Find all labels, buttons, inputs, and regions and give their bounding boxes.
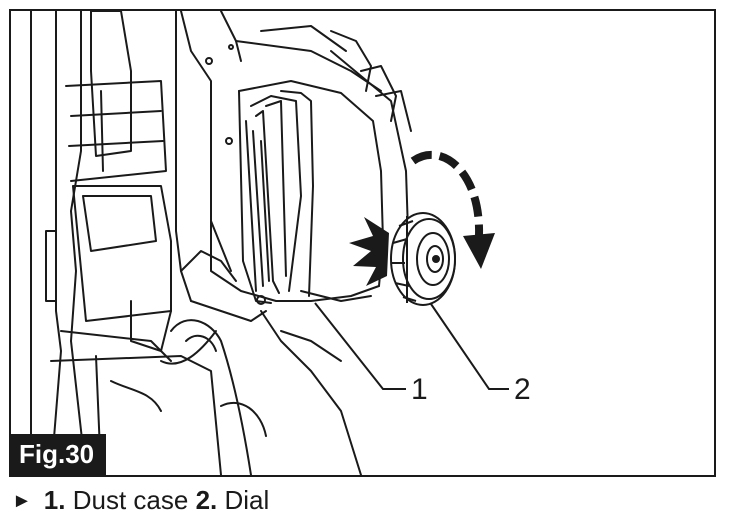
leader-line-2	[430, 303, 509, 390]
callout-2: 2	[514, 373, 531, 406]
tool-illustration	[30, 11, 509, 475]
figure-label: Fig.30	[11, 434, 107, 475]
caption-num-2: 2.	[195, 485, 218, 515]
figure-frame: 1 2 Fig.30	[9, 9, 716, 477]
dial-icon	[390, 212, 456, 306]
caption-text-1: Dust case	[72, 485, 189, 515]
caption-num-1: 1.	[43, 485, 66, 515]
figure-caption: ► 1. Dust case 2. Dial	[12, 484, 269, 517]
caption-text-2: Dial	[224, 485, 270, 515]
leader-line-1	[314, 302, 406, 390]
click-burst-icon	[349, 217, 389, 286]
rotate-arrow-icon	[410, 150, 495, 269]
bullet-arrow-icon: ►	[12, 490, 32, 512]
callout-1: 1	[411, 373, 428, 406]
